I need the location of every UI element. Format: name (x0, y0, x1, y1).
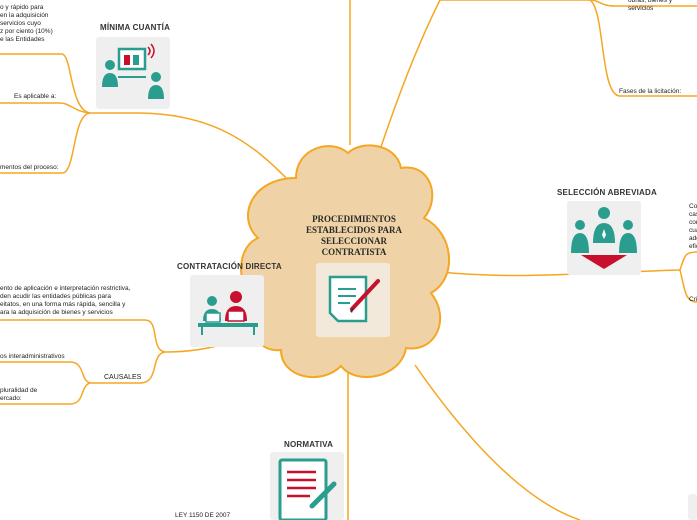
normativa-ley: LEY 1150 DE 2007 (175, 512, 231, 519)
normativa-tile (270, 452, 344, 520)
desk-meeting-icon (198, 291, 258, 335)
contratacion-directa-tile (190, 275, 264, 347)
link-mc-applicable (0, 102, 91, 114)
link-bottom-right (414, 364, 581, 520)
link-seleccion-abreviada (439, 269, 681, 277)
minima-cuantia-tile (96, 37, 170, 109)
central-title: PROCEDIMIENTOS ESTABLECIDOS PARA SELECCI… (306, 214, 402, 257)
seleccion-abreviada-title: SELECCIÓN ABREVIADA (557, 188, 657, 197)
document-pen-icon (328, 275, 380, 323)
licitacion-obras: obras, bienes y servicios (628, 0, 673, 12)
contratacion-directa-interadmin: os interadministrativos (0, 353, 65, 360)
seleccion-abreviada-tile (567, 201, 641, 275)
link-minima-cuantia (90, 112, 291, 183)
contratacion-directa-causales: CAUSALES (104, 374, 142, 381)
contratacion-directa-title: CONTRATACIÓN DIRECTA (177, 262, 282, 271)
link-top-right (379, 0, 441, 151)
seleccion-abreviada-description: Co cas cor cua adq efic (689, 203, 697, 250)
link-cd-description (0, 319, 166, 353)
link-mc-moments (0, 112, 91, 174)
minima-cuantia-description: o y rápido para en la adquisición servic… (0, 4, 53, 43)
presentation-meeting-icon (102, 43, 164, 99)
group-selection-icon (571, 207, 637, 269)
link-lic-fases (589, 0, 697, 97)
document-write-icon (278, 458, 337, 520)
link-mc-description (0, 53, 91, 114)
link-cd-interadmin (0, 361, 91, 384)
seleccion-abreviada-criterios: Cri (689, 296, 697, 303)
minima-cuantia-title: MÍNIMA CUANTÍA (100, 23, 171, 32)
contratacion-directa-pluralidad: pluralidad de ercado: (0, 387, 38, 402)
link-cd-causales (90, 351, 166, 384)
minima-cuantia-moments: mentos del proceso: (0, 164, 59, 171)
licitacion-fases: Fases de la licitación: (619, 88, 682, 95)
link-lic-obras (589, 0, 697, 7)
partial-tile-bottom-right (688, 494, 697, 520)
link-cd-pluralidad (0, 382, 91, 405)
contratacion-directa-description: ento de aplicación e interpretación rest… (0, 285, 131, 316)
minima-cuantia-applicable: Es aplicable a: (14, 93, 57, 100)
link-sa-description (679, 251, 697, 271)
central-icon-tile (316, 263, 390, 337)
link-sa-criterios (679, 269, 697, 303)
normativa-title: NORMATIVA (284, 440, 334, 449)
